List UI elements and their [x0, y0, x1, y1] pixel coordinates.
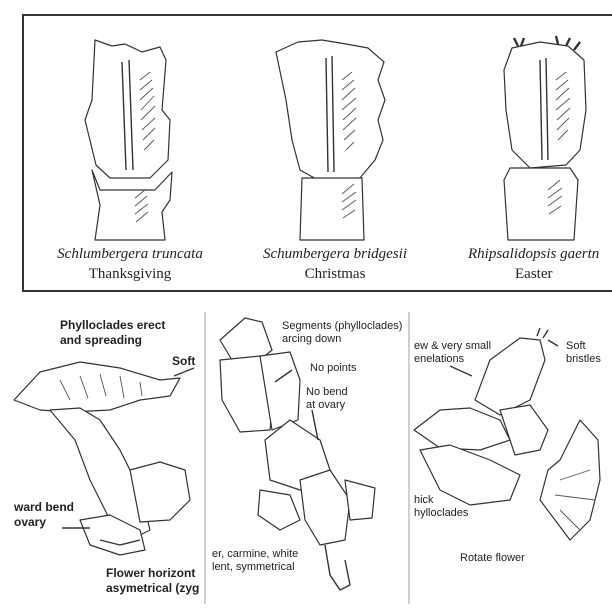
- label-crenelations: ew & very small enelations: [414, 340, 491, 366]
- label-segments-arcing: Segments (phylloclades) arcing down: [282, 320, 402, 346]
- label-phylloclades-erect: Phylloclades erect and spreading: [60, 318, 165, 348]
- label-flower-horizontal: Flower horizont asymetrical (zyg: [106, 566, 199, 596]
- label-soft-bristles: Soft bristles: [566, 340, 601, 366]
- label-ward-bend-ovary: ward bend ovary: [14, 500, 74, 530]
- label-no-points: No points: [310, 362, 356, 375]
- label-thick-phylloclades: hick hylloclades: [414, 494, 468, 520]
- label-flower-color: er, carmine, white lent, symmetrical: [212, 548, 298, 574]
- label-rotate-flower: Rotate flower: [460, 552, 525, 565]
- label-soft: Soft: [172, 354, 195, 369]
- label-no-bend-ovary: No bend at ovary: [306, 386, 348, 412]
